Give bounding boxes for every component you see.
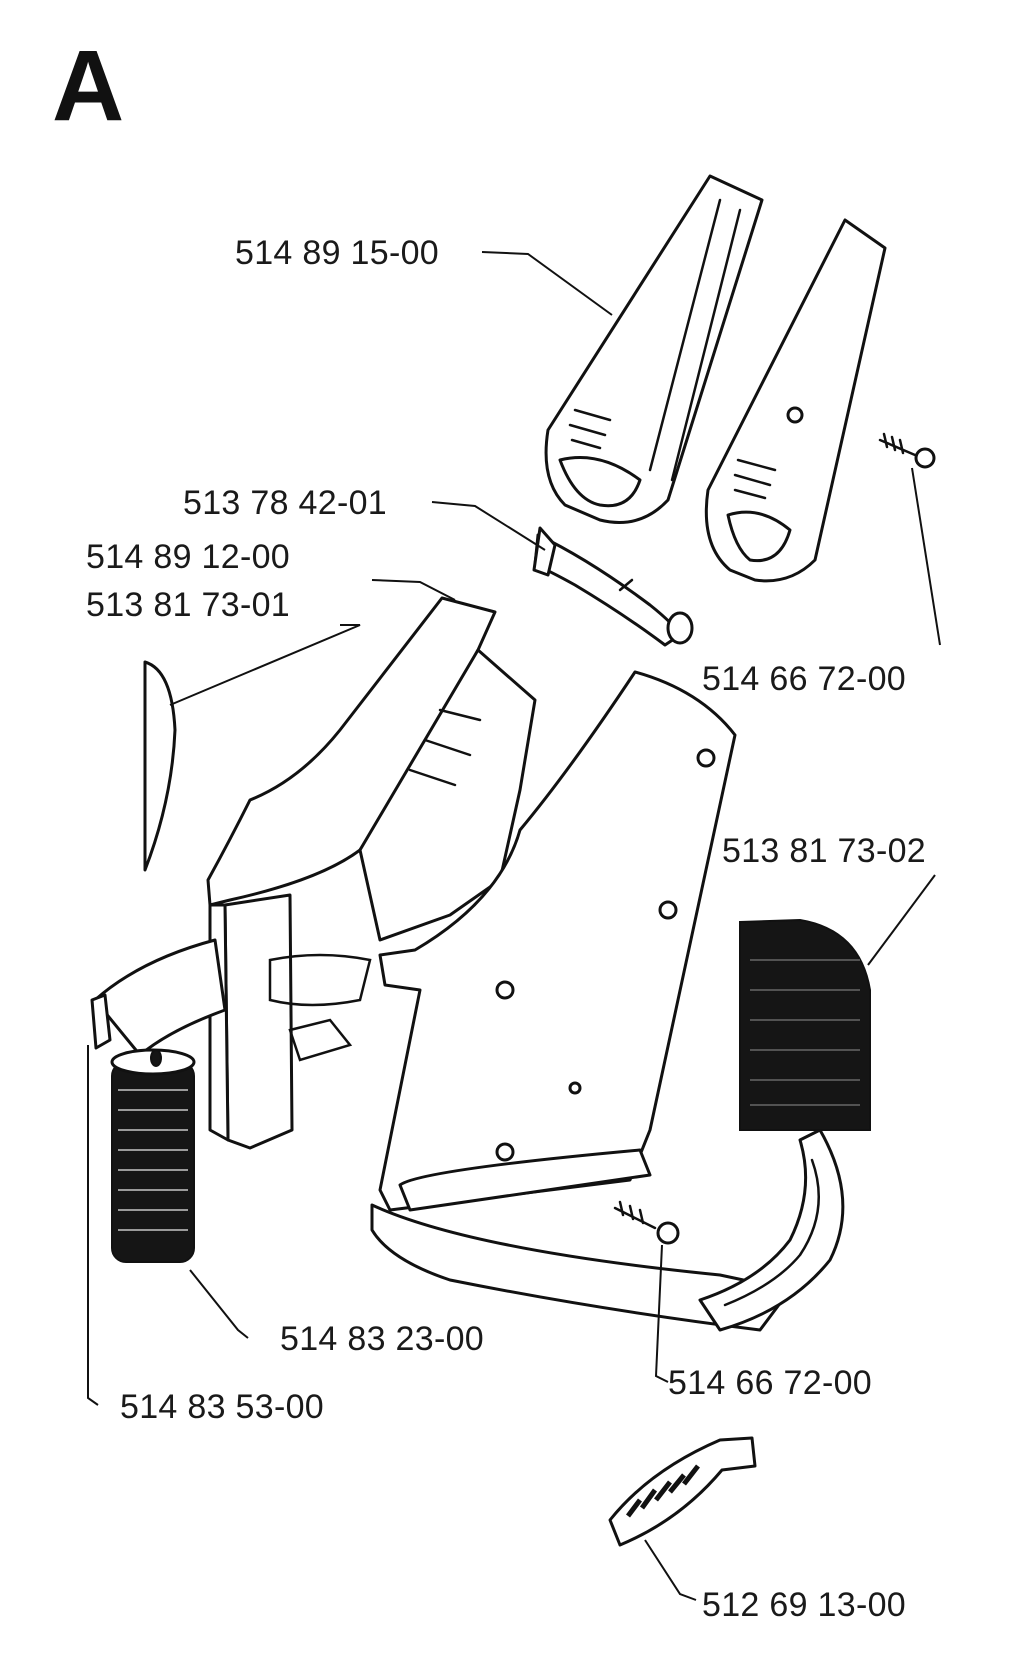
bracket-part [532, 526, 694, 647]
guard-part [698, 1128, 845, 1332]
part-label-cutter-blade: 512 69 13-00 [702, 1586, 906, 1624]
part-label-spool: 514 83 23-00 [280, 1320, 484, 1358]
main-body-part [268, 670, 792, 1332]
part-label-top-cover: 514 89 15-00 [235, 234, 439, 272]
decal-right-part [739, 918, 871, 1131]
part-label-screw-lower: 514 66 72-00 [668, 1364, 872, 1402]
part-label-decal-right: 513 81 73-02 [722, 832, 926, 870]
section-letter: A [52, 30, 125, 142]
part-label-clip: 514 83 53-00 [120, 1388, 324, 1426]
screw-top-part [878, 432, 936, 469]
part-label-screw-top: 514 66 72-00 [702, 660, 906, 698]
screw-lower-part [613, 1200, 680, 1245]
part-label-handle-upper-b: 513 81 73-01 [86, 586, 290, 624]
leader-lines [87, 251, 941, 1601]
top-cover-right-part [704, 218, 887, 583]
part-label-handle-upper-a: 514 89 12-00 [86, 538, 290, 576]
top-cover-left-part [544, 174, 764, 524]
spool-part [110, 1048, 196, 1263]
part-label-bracket: 513 78 42-01 [183, 484, 387, 522]
cutter-blade-part [608, 1436, 757, 1547]
decal-left-part [143, 660, 177, 872]
left-shelf-part [90, 938, 227, 1057]
